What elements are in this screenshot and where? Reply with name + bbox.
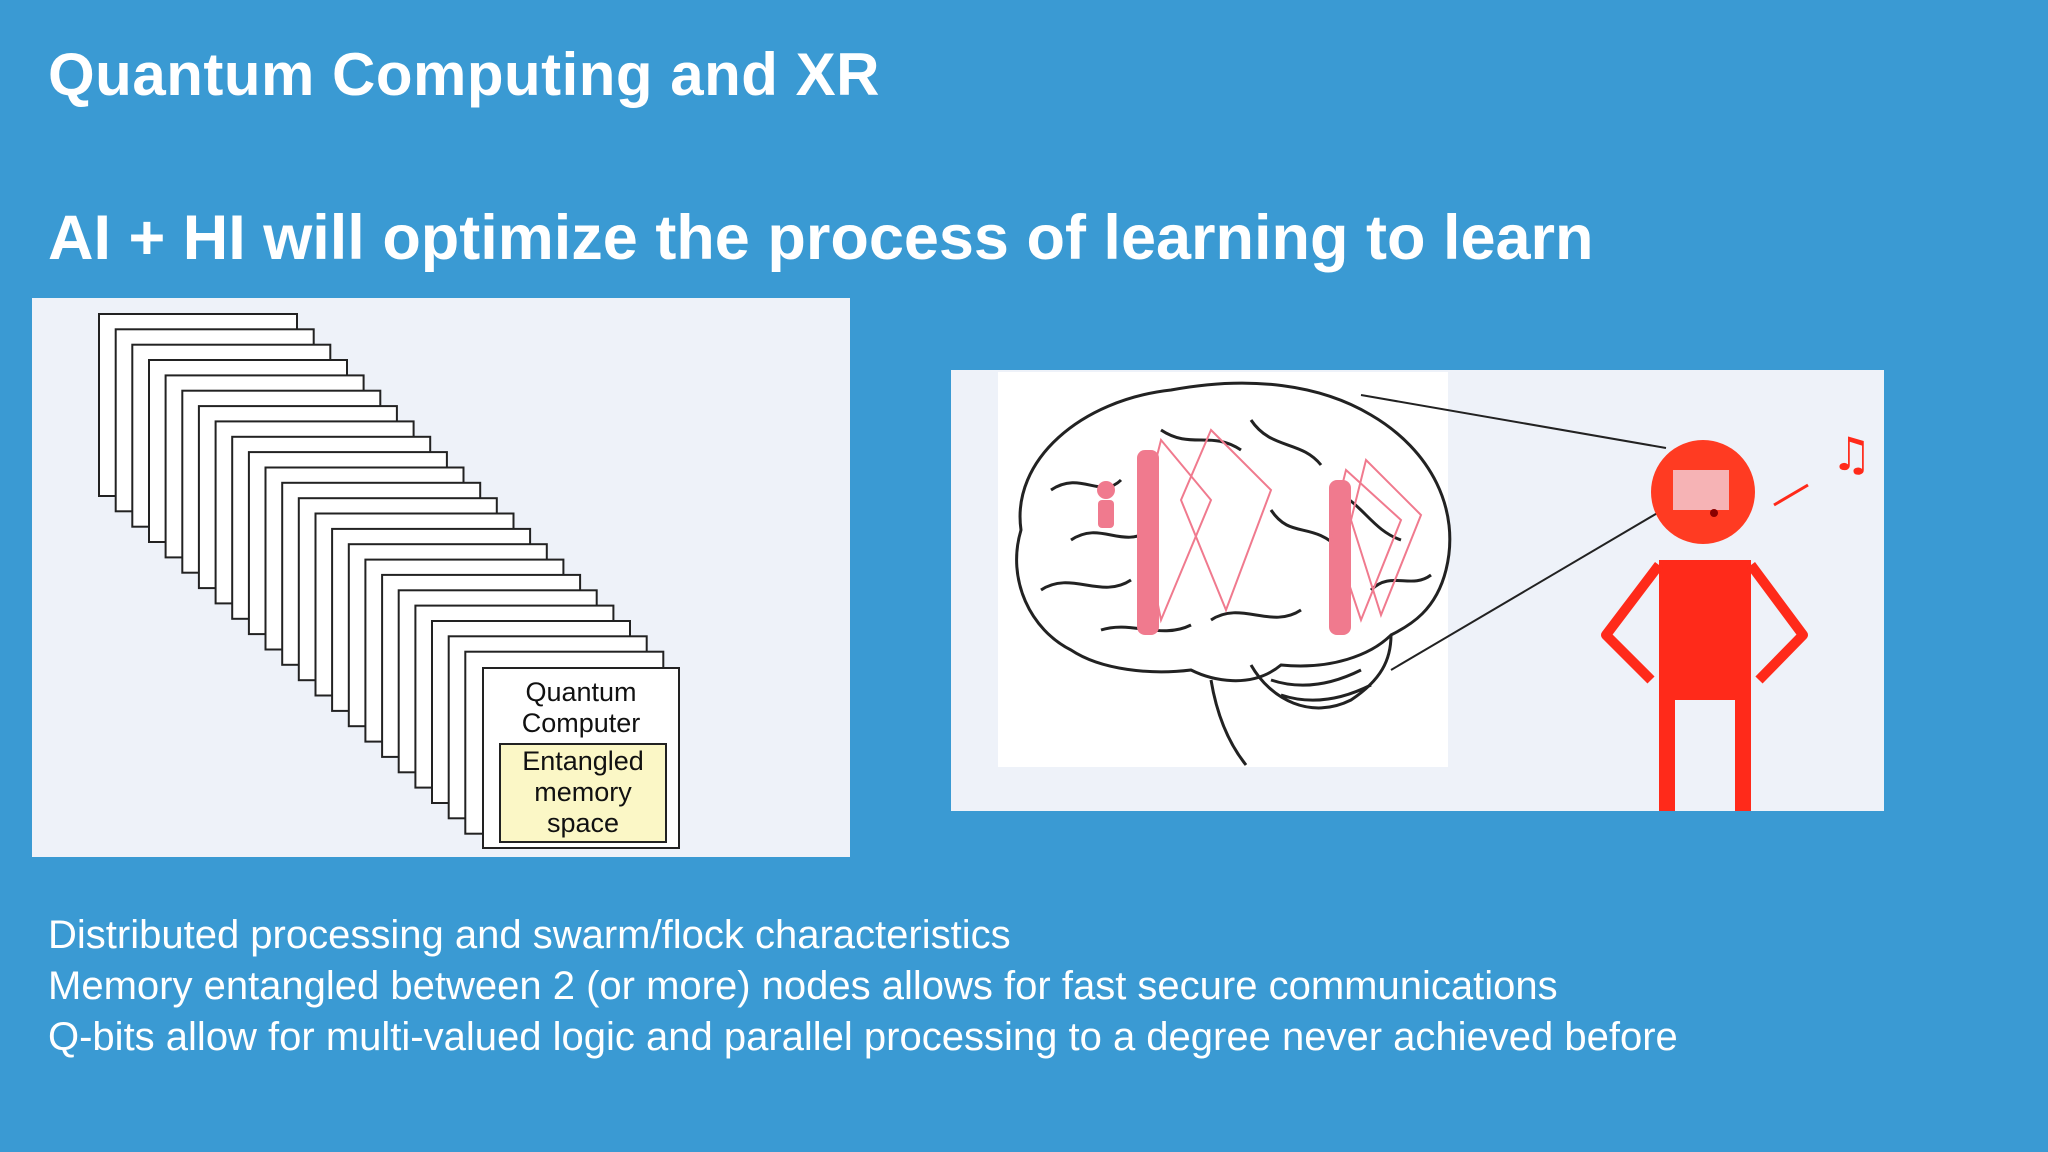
bullet-item: Distributed processing and swarm/flock c… [48, 913, 1011, 957]
quantum-computer-figure: Quantum Computer Entangled memory space [32, 298, 850, 857]
slide-subtitle: AI + HI will optimize the process of lea… [48, 203, 1594, 273]
brain-illustration-icon: ♫ [1015, 381, 1872, 811]
brain-image-area [998, 372, 1448, 767]
stick-figure-icon [1601, 440, 1809, 811]
quantum-computer-label: Quantum Computer [521, 677, 641, 738]
entangled-memory-box: Entangled memory space [499, 743, 667, 843]
quantum-computer-box: Quantum Computer Entangled memory space [482, 667, 680, 849]
brain-figure: ♫ [951, 370, 1884, 811]
bullet-list: Distributed processing and swarm/flock c… [48, 910, 1678, 1063]
bullet-item: Memory entangled between 2 (or more) nod… [48, 964, 1558, 1008]
bullet-item: Q-bits allow for multi-valued logic and … [48, 1015, 1678, 1059]
slide-title: Quantum Computing and XR [48, 41, 880, 108]
music-note-icon: ♫ [1831, 427, 1872, 481]
memory-stack-layers [98, 313, 665, 835]
